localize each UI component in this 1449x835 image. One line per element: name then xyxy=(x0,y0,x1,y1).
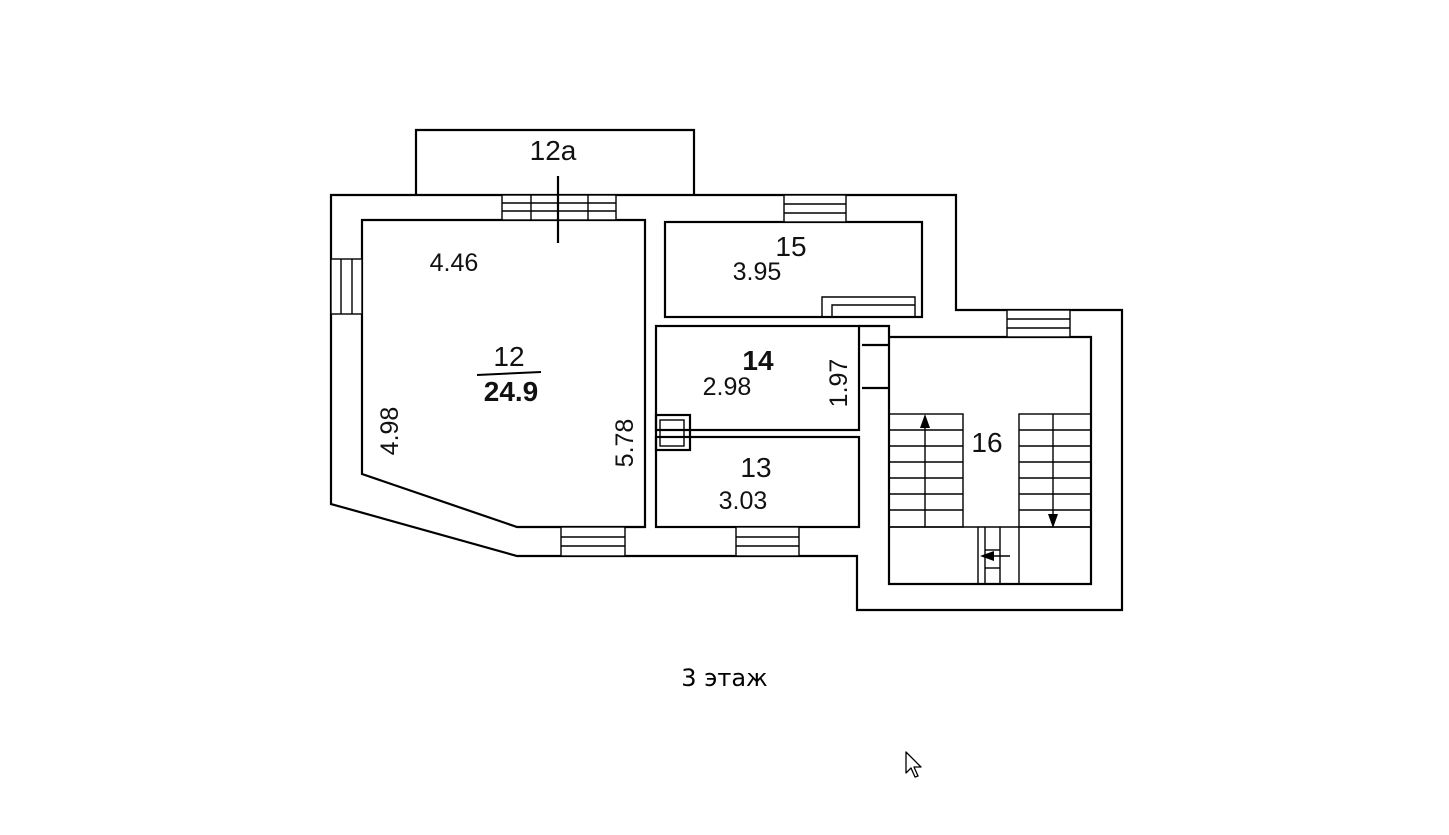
floor-caption: 3 этаж xyxy=(681,664,768,692)
room-15-number: 15 xyxy=(775,231,806,262)
room-13-area: 3.03 xyxy=(719,487,768,515)
room-12-area: 24.9 xyxy=(484,376,539,407)
room-15-area: 3.95 xyxy=(733,258,782,286)
mouse-pointer-icon xyxy=(905,751,922,778)
windows xyxy=(330,194,1071,557)
room-12-number: 12 xyxy=(493,341,524,372)
room-14-number: 14 xyxy=(742,345,774,376)
room-12-width: 4.46 xyxy=(430,249,479,277)
room-12a-number: 12a xyxy=(530,135,577,166)
room-14-area: 2.98 xyxy=(703,373,752,401)
room-13-number: 13 xyxy=(740,452,771,483)
room-12-right-side: 5.78 xyxy=(611,419,639,468)
room-12-fraction-line xyxy=(476,371,542,376)
room-14-side: 1.97 xyxy=(825,359,853,408)
room-12-left-side: 4.98 xyxy=(376,407,404,456)
outer-walls xyxy=(329,193,1124,612)
balcony-12a xyxy=(414,128,696,195)
room-16-number: 16 xyxy=(971,427,1002,458)
room-14 xyxy=(654,324,861,452)
